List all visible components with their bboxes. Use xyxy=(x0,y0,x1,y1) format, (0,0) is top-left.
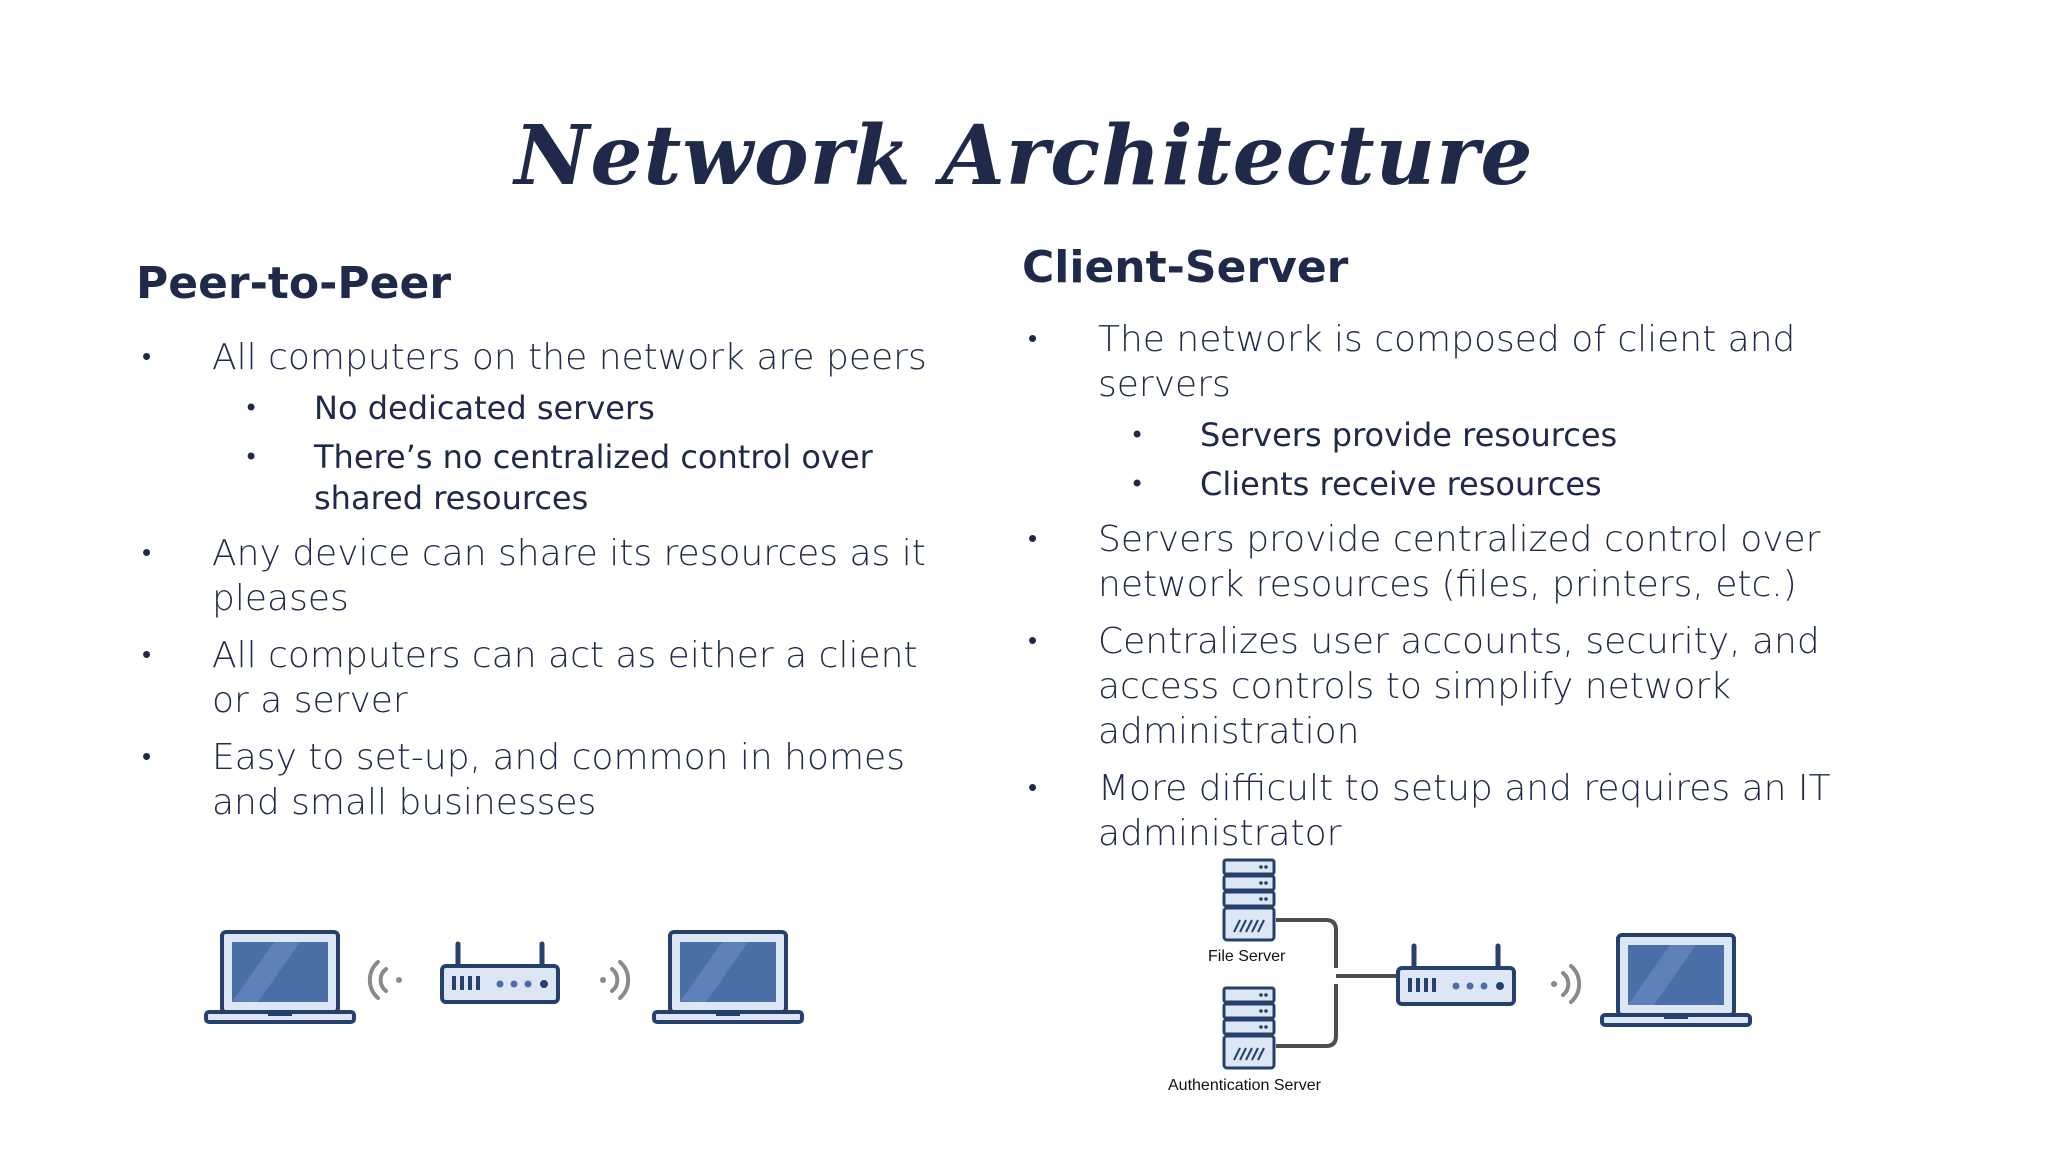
bullet: Easy to set-up, and common in homes and … xyxy=(136,735,936,825)
authentication-server-label: Authentication Server xyxy=(1168,1077,1321,1094)
bullet: All computers can act as either a client… xyxy=(136,633,936,723)
connector-lines xyxy=(1276,918,1396,1048)
sub-bullet: Servers provide resources xyxy=(1022,415,1902,456)
sub-bullet: No dedicated servers xyxy=(136,388,936,429)
peer-to-peer-section: Peer-to-Peer All computers on the networ… xyxy=(136,258,936,825)
sub-bullet: There’s no centralized control over shar… xyxy=(136,437,936,519)
bullet: All computers on the network are peers xyxy=(136,335,936,380)
router-icon xyxy=(1398,946,1514,1004)
wifi-signal-icon xyxy=(600,960,631,1000)
client-server-section: Client-Server The network is composed of… xyxy=(1022,242,1902,856)
router-icon xyxy=(442,944,558,1002)
bullet: The network is composed of client and se… xyxy=(1022,317,1902,407)
peer-to-peer-heading: Peer-to-Peer xyxy=(136,258,452,309)
laptop-icon xyxy=(204,930,356,1024)
laptop-icon xyxy=(652,930,804,1024)
sub-bullet: Clients receive resources xyxy=(1022,464,1902,505)
wifi-signal-icon xyxy=(1551,964,1582,1004)
slide-title: Network Architecture xyxy=(514,108,1534,204)
bullet: Any device can share its resources as it… xyxy=(136,531,936,621)
bullet: More difficult to setup and requires an … xyxy=(1022,766,1902,856)
bullet: Servers provide centralized control over… xyxy=(1022,517,1902,607)
wifi-signal-icon xyxy=(367,960,402,1000)
file-server-label: File Server xyxy=(1208,948,1286,965)
authentication-server-icon xyxy=(1222,986,1276,1070)
laptop-icon xyxy=(1600,933,1752,1027)
client-server-heading: Client-Server xyxy=(1022,242,1349,293)
file-server-icon xyxy=(1222,858,1276,942)
bullet: Centralizes user accounts, security, and… xyxy=(1022,619,1902,754)
